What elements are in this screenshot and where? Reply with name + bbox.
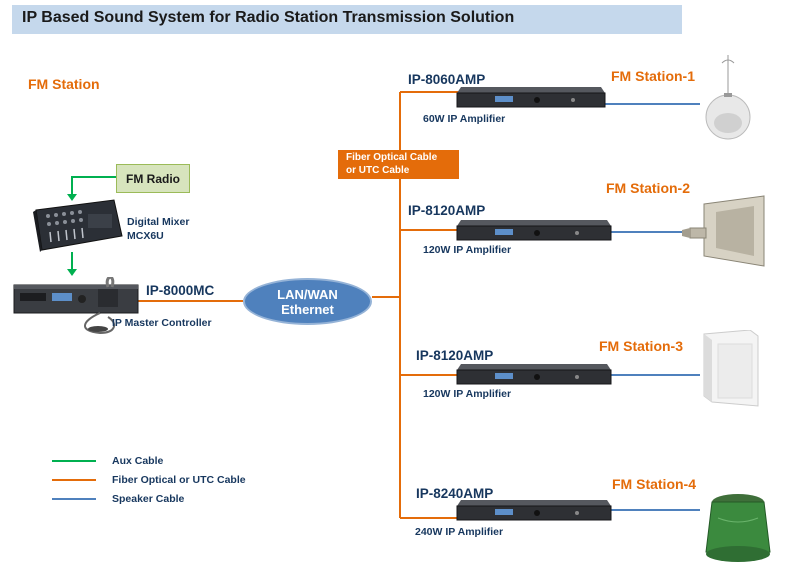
lan-line-1: LAN/WAN [277,286,338,302]
controller-description: IP Master Controller [112,317,212,329]
amp-4-station: FM Station-4 [612,476,696,492]
title-bar [12,5,682,34]
garden-speaker-icon [705,494,771,562]
amp-2-model: IP-8120AMP [408,203,486,218]
amp-2-station: FM Station-2 [606,180,690,196]
amp-4-device [456,500,612,521]
amp-1-station: FM Station-1 [611,68,695,84]
fm-radio-box: FM Radio [116,164,190,193]
mixer-name: Digital Mixer [127,216,190,228]
amp-3-model: IP-8120AMP [416,348,494,363]
lan-wan-ethernet-cloud: LAN/WAN Ethernet [243,278,372,325]
aux-arrow-controller [67,269,77,276]
fiber-label-line-2: or UTC Cable [346,165,410,176]
ceiling-speaker-icon [705,55,751,140]
legend-label-speaker: Speaker Cable [112,493,185,505]
amp-4-description: 240W IP Amplifier [415,526,504,538]
lan-line-2: Ethernet [281,301,334,317]
amp-1-model: IP-8060AMP [408,72,486,87]
legend-label-aux: Aux Cable [112,455,164,467]
amp-1-description: 60W IP Amplifier [423,113,506,125]
mixer-model: MCX6U [127,230,164,242]
amp-3-station: FM Station-3 [599,338,683,354]
amp-1-device [456,87,606,108]
fiber-label-line-1: Fiber Optical Cable [346,152,438,163]
master-controller-device [13,277,139,335]
amp-2-device [456,220,612,241]
horn-speaker-icon [682,195,765,267]
aux-cable-radio-mixer [71,176,116,196]
wall-speaker-icon [703,330,759,407]
controller-model: IP-8000MC [146,283,215,298]
page-title: IP Based Sound System for Radio Station … [22,9,515,26]
digital-mixer-device [33,199,123,252]
fm-station-label: FM Station [28,76,100,92]
aux-arrow-mixer [67,194,77,201]
amp-2-description: 120W IP Amplifier [423,244,512,256]
legend-label-fiber: Fiber Optical or UTC Cable [112,474,246,486]
fiber-cable-label: Fiber Optical Cable or UTC Cable [338,150,459,179]
amp-3-device [456,364,612,385]
amp-4-model: IP-8240AMP [416,486,494,501]
amp-3-description: 120W IP Amplifier [423,388,512,400]
